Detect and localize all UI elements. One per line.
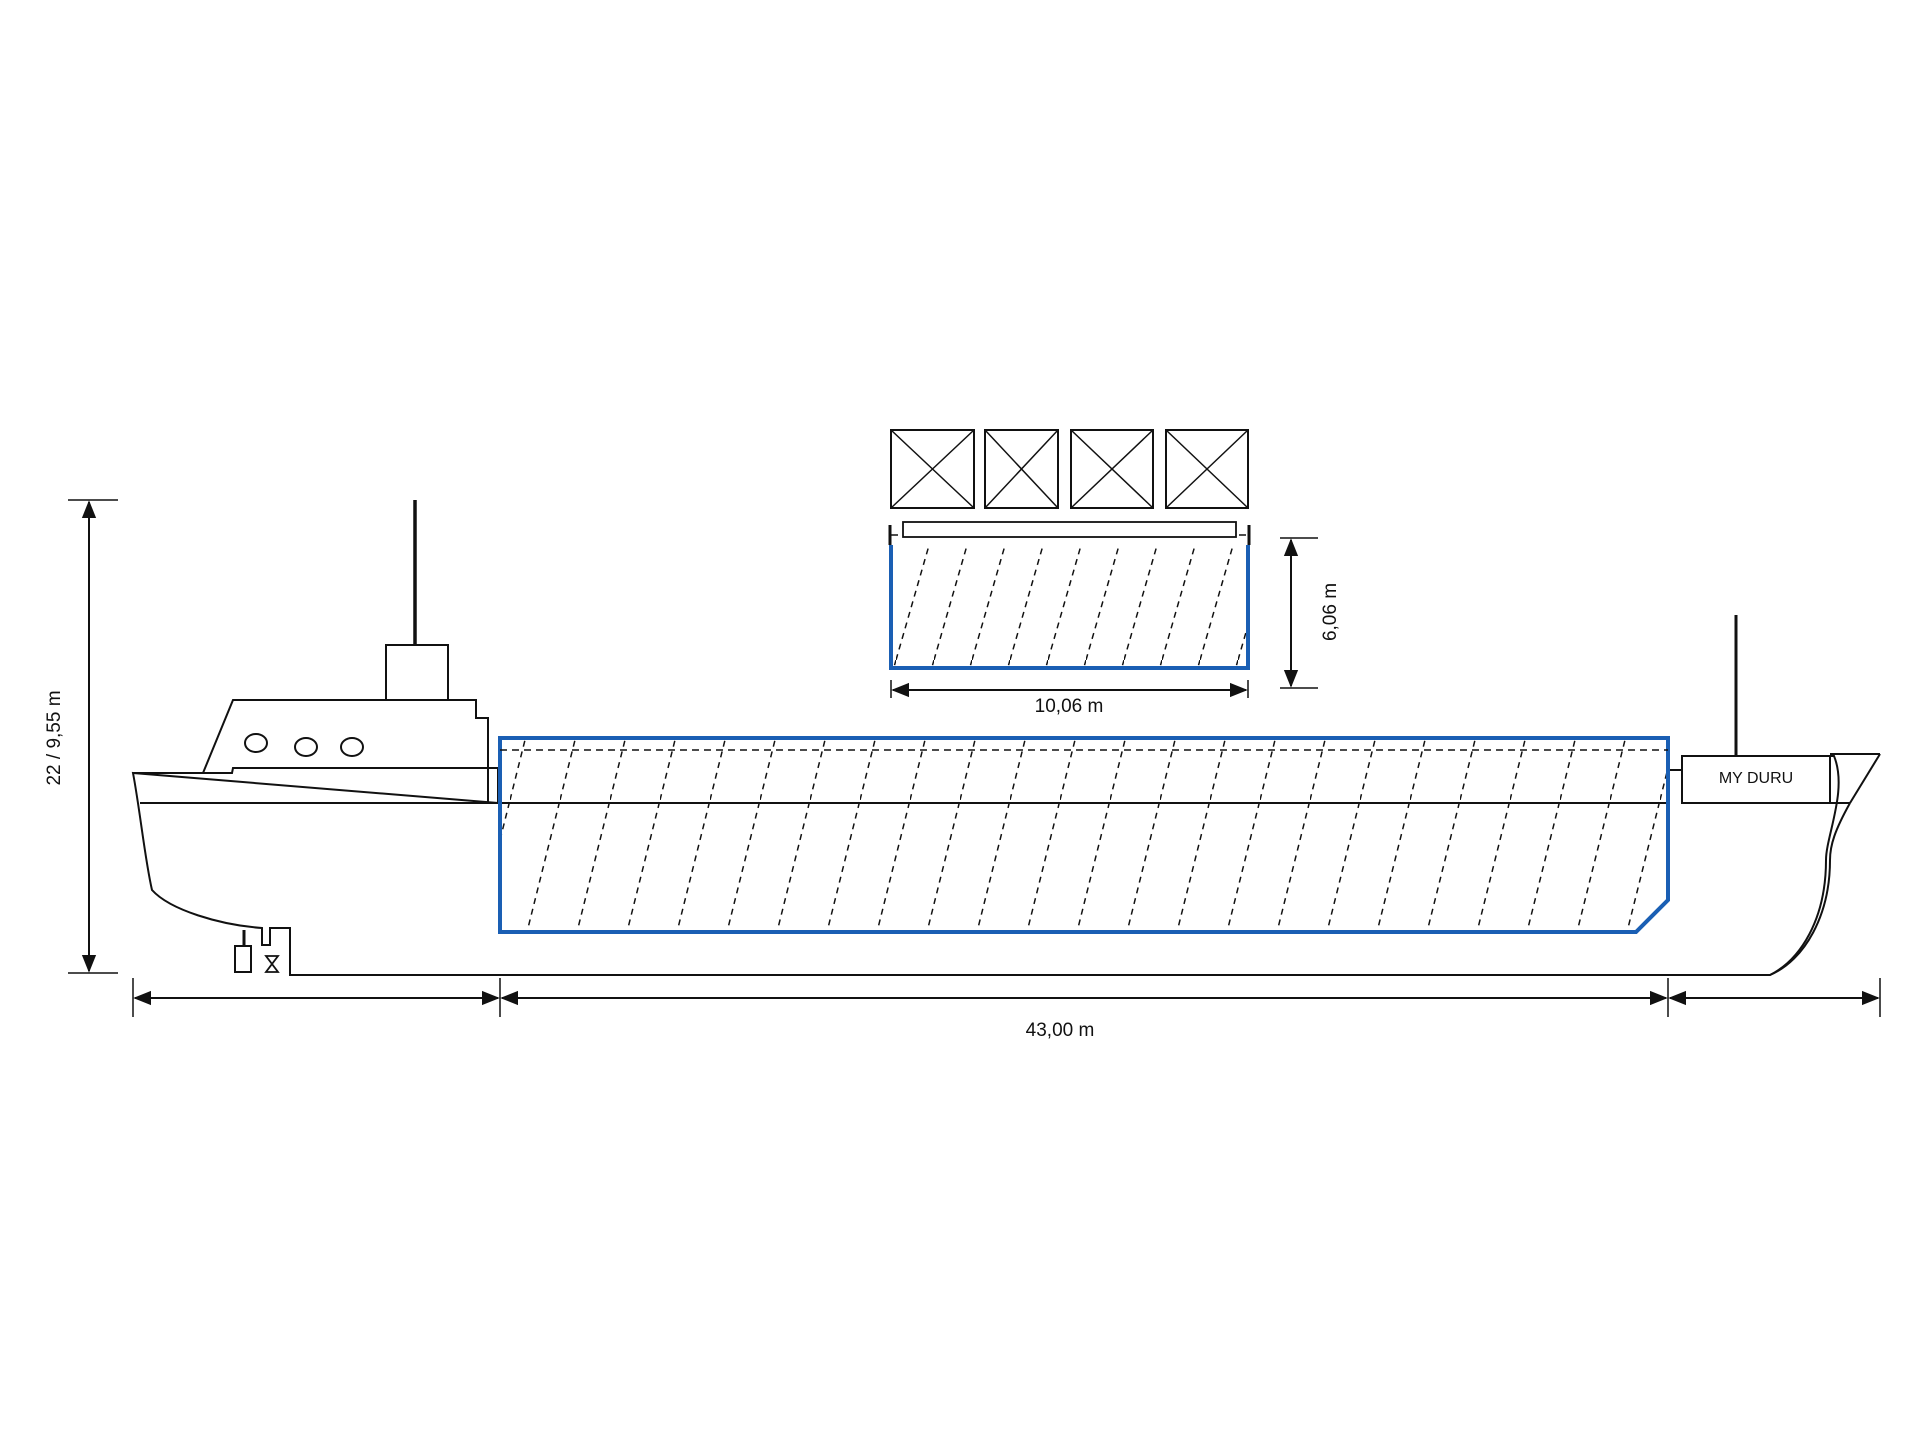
container xyxy=(984,429,1059,509)
funnel xyxy=(385,644,449,701)
rudder xyxy=(264,955,280,973)
dimension-height: 22 / 9,55 m xyxy=(44,499,118,974)
hatch-width-label: 10,06 m xyxy=(1035,696,1104,717)
container xyxy=(1070,429,1154,509)
hatch-cover-plate xyxy=(902,521,1237,538)
hatch-cover xyxy=(889,545,1250,670)
bow-stem xyxy=(1769,802,1851,976)
dimension-hatch-width: 10,06 m xyxy=(890,680,1249,717)
dimension-length: 43,00 m xyxy=(132,978,1881,1041)
container xyxy=(890,429,975,509)
superstructure xyxy=(202,699,489,803)
containers xyxy=(890,429,1249,509)
cargo-hold xyxy=(498,736,1670,934)
porthole xyxy=(294,737,318,757)
porthole xyxy=(244,733,268,753)
propeller xyxy=(234,945,252,973)
dimension-hatch-depth: 6,06 m xyxy=(1280,537,1341,689)
height-label: 22 / 9,55 m xyxy=(44,690,65,785)
hold-length-label: 43,00 m xyxy=(1026,1020,1095,1041)
ship-name-label: MY DURU xyxy=(1719,770,1793,787)
container xyxy=(1165,429,1249,509)
hatch-depth-label: 6,06 m xyxy=(1320,583,1341,641)
bow-slope xyxy=(1849,753,1881,804)
porthole xyxy=(340,737,364,757)
forecastle xyxy=(1681,755,1831,804)
